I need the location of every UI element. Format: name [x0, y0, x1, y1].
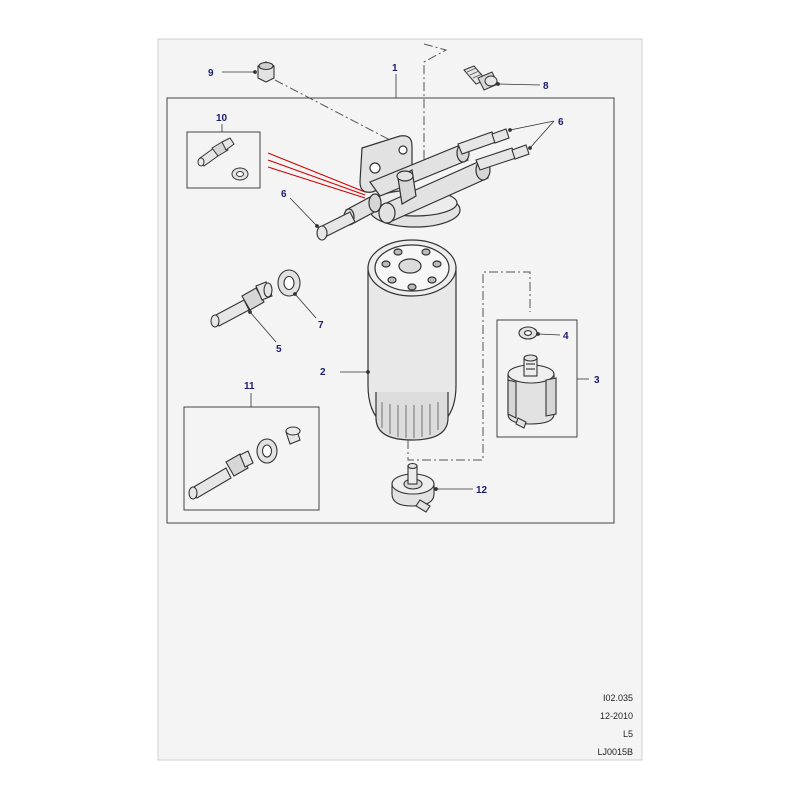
callout-6-left: 6 [281, 189, 287, 200]
callout-9: 9 [208, 68, 214, 79]
kit-box-10 [186, 131, 261, 189]
hose-connector-5 [210, 281, 273, 328]
bleed-screw-kit [197, 137, 249, 181]
footer-date: 12-2010 [600, 711, 633, 721]
callout-4: 4 [563, 331, 569, 342]
callout-leaders [221, 70, 589, 491]
drawing-reference-block: I02.035 12-2010 L5 LJ0015B [597, 693, 633, 757]
callout-6-upper: 6 [558, 117, 564, 128]
sealing-washer-7 [277, 269, 301, 297]
callout-10: 10 [216, 113, 228, 124]
footer-code: L5 [623, 729, 633, 739]
footer-ref: I02.035 [603, 693, 633, 703]
connector-kit-11 [188, 426, 301, 500]
mounting-nut-9 [257, 61, 275, 83]
mounting-bolt-8 [463, 65, 499, 91]
kit-box-11 [183, 406, 320, 511]
hose-connector-upper [457, 128, 530, 171]
callout-labels: 9 1 8 10 6 6 7 4 5 2 3 11 12 [208, 63, 600, 496]
callout-7: 7 [318, 320, 324, 331]
filter-element [367, 239, 457, 441]
callout-5: 5 [276, 344, 282, 355]
seal-washer-4 [518, 326, 538, 340]
callout-2: 2 [320, 367, 326, 378]
assembly-frame-1 [166, 97, 615, 524]
water-sensor [507, 354, 557, 429]
red-leader-lines [267, 152, 366, 199]
drain-plug [391, 462, 435, 513]
callout-1: 1 [392, 63, 398, 74]
hose-connector-left [316, 211, 356, 241]
construction-lines [274, 43, 531, 461]
footer-drawing-number: LJ0015B [597, 747, 633, 757]
kit-box-3 [496, 319, 578, 438]
filter-head-assembly [343, 135, 491, 228]
callout-3: 3 [594, 375, 600, 386]
callout-11: 11 [244, 381, 255, 392]
callout-8: 8 [543, 81, 549, 92]
callout-12: 12 [476, 485, 488, 496]
